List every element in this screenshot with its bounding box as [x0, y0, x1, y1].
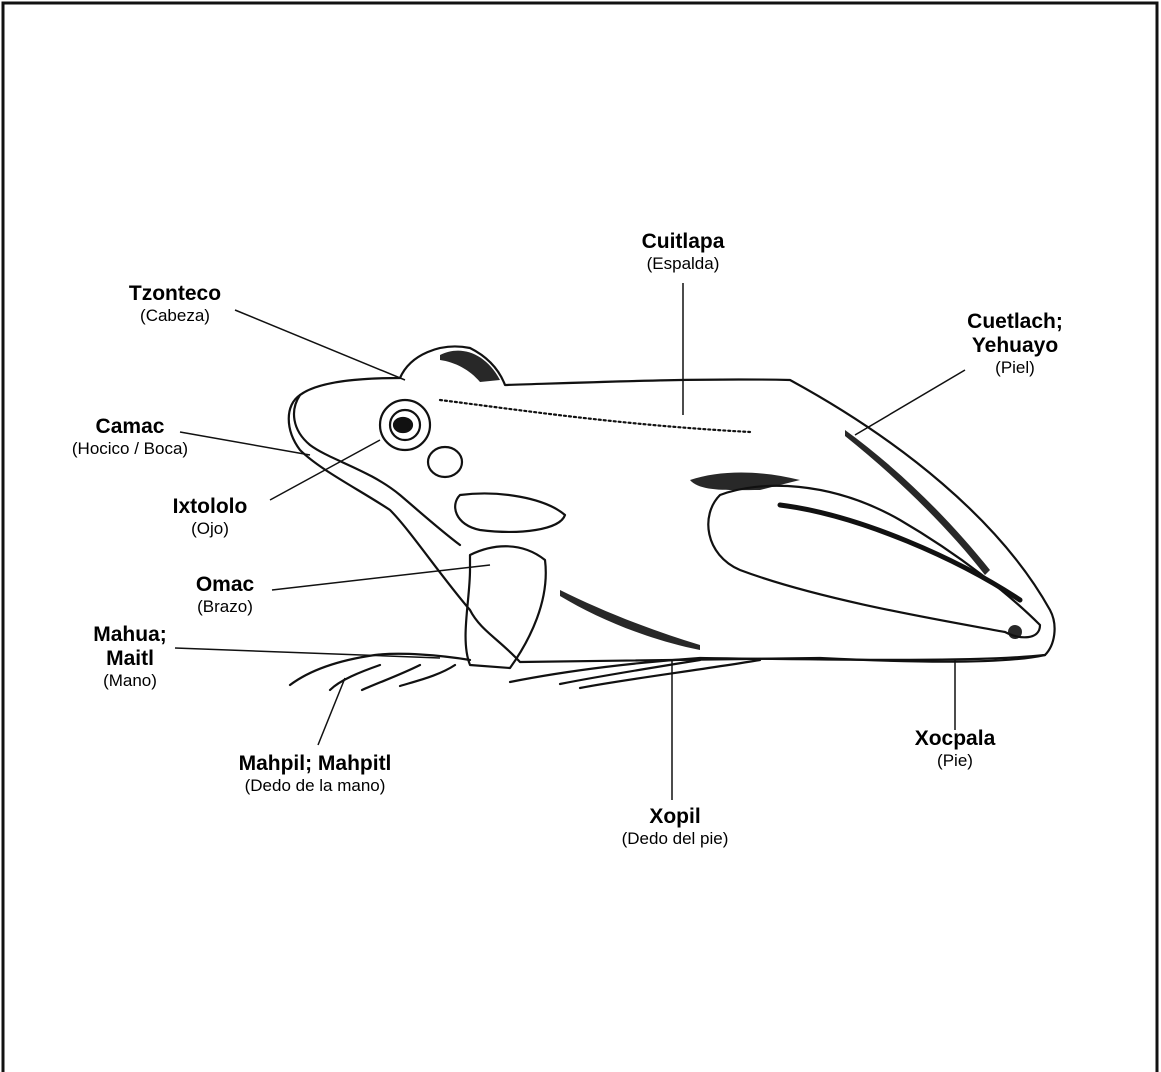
label-cuetlach: Cuetlach; Yehuayo (Piel)	[915, 310, 1115, 378]
label-name-1: Mahua;	[60, 623, 200, 647]
leader-lines	[175, 283, 965, 800]
label-name: Ixtololo	[140, 495, 280, 519]
label-ixtololo: Ixtololo (Ojo)	[140, 495, 280, 539]
frog-hand	[290, 654, 470, 690]
label-name-1: Cuetlach;	[915, 310, 1115, 334]
label-tzonteco: Tzonteco (Cabeza)	[95, 282, 255, 326]
label-name-2: Maitl	[60, 647, 200, 671]
label-xopil: Xopil (Dedo del pie)	[575, 805, 775, 849]
label-gloss: (Cabeza)	[95, 306, 255, 326]
label-omac: Omac (Brazo)	[160, 573, 290, 617]
label-gloss: (Dedo de la mano)	[190, 776, 440, 796]
label-name: Camac	[30, 415, 230, 439]
frog-tympanum	[428, 447, 462, 477]
label-gloss: (Hocico / Boca)	[30, 439, 230, 459]
label-name: Xopil	[575, 805, 775, 829]
label-name: Tzonteco	[95, 282, 255, 306]
label-mahpil: Mahpil; Mahpitl (Dedo de la mano)	[190, 752, 440, 796]
dorsolateral-fold	[440, 400, 750, 432]
leader-cuetlach	[855, 370, 965, 435]
frog-shading	[440, 351, 1022, 650]
label-name: Mahpil; Mahpitl	[190, 752, 440, 776]
label-camac: Camac (Hocico / Boca)	[30, 415, 230, 459]
label-name: Omac	[160, 573, 290, 597]
label-mahua: Mahua; Maitl (Mano)	[60, 623, 200, 691]
label-gloss: (Mano)	[60, 671, 200, 691]
frog-thigh	[708, 486, 1040, 638]
leader-ixtololo	[270, 440, 380, 500]
frog-body	[289, 347, 1055, 662]
label-name: Xocpala	[880, 727, 1030, 751]
label-gloss: (Piel)	[915, 358, 1115, 378]
label-xocpala: Xocpala (Pie)	[880, 727, 1030, 771]
frog-foot	[510, 655, 1045, 688]
label-gloss: (Dedo del pie)	[575, 829, 775, 849]
label-gloss: (Pie)	[880, 751, 1030, 771]
label-gloss: (Espalda)	[603, 254, 763, 274]
label-cuitlapa: Cuitlapa (Espalda)	[603, 230, 763, 274]
label-name: Cuitlapa	[603, 230, 763, 254]
leader-omac	[272, 565, 490, 590]
frog-arm	[466, 546, 546, 668]
label-name-2: Yehuayo	[915, 334, 1115, 358]
label-gloss: (Ojo)	[140, 519, 280, 539]
leader-tzonteco	[235, 310, 405, 380]
label-gloss: (Brazo)	[160, 597, 290, 617]
